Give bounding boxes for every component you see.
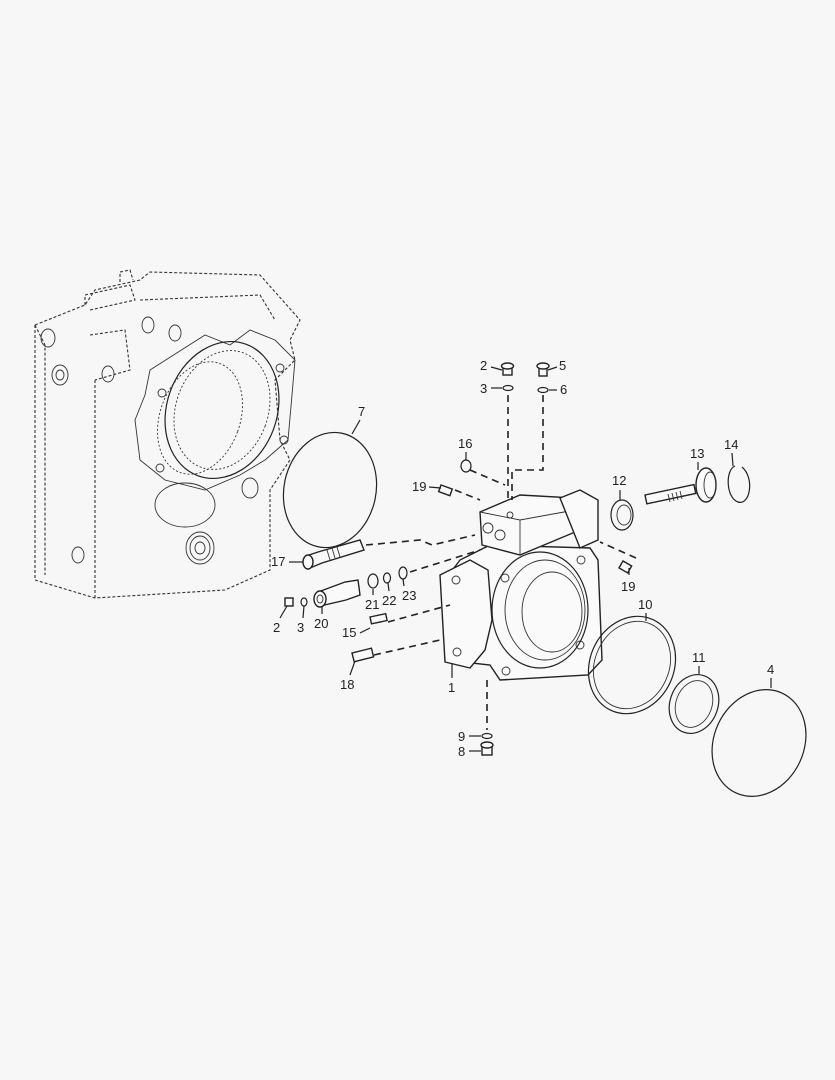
plug-8 — [480, 741, 494, 756]
o-ring-9 — [481, 732, 493, 740]
callout-18: 18 — [340, 677, 354, 692]
o-ring-3-left — [300, 597, 308, 607]
sensor-15 — [369, 612, 388, 625]
callout-2: 2 — [273, 620, 280, 635]
callout-2: 2 — [480, 358, 487, 373]
seal-10 — [587, 615, 677, 715]
fitting-19-left — [437, 484, 454, 497]
callout-22: 22 — [382, 593, 396, 608]
cover-housing-1 — [439, 489, 603, 681]
plug-2-left — [284, 597, 294, 607]
callout-19: 19 — [621, 579, 635, 594]
o-ring-21 — [367, 573, 379, 589]
valve-17 — [302, 539, 365, 570]
snap-ring-14 — [727, 465, 751, 503]
assembly-lines — [365, 395, 637, 730]
plug-2-top — [500, 362, 515, 376]
callout-17: 17 — [271, 554, 285, 569]
callout-3: 3 — [480, 381, 487, 396]
seal-12 — [610, 499, 634, 531]
o-ring-7 — [282, 431, 378, 549]
callout-21: 21 — [365, 597, 379, 612]
callout-5: 5 — [559, 358, 566, 373]
callout-12: 12 — [612, 473, 626, 488]
callout-16: 16 — [458, 436, 472, 451]
transmission-housing — [34, 269, 301, 599]
seal-11 — [668, 674, 720, 734]
callout-13: 13 — [690, 446, 704, 461]
o-ring-3-top — [502, 384, 514, 392]
o-ring-22 — [382, 572, 392, 584]
valve-20 — [313, 579, 361, 608]
callout-1: 1 — [448, 680, 455, 695]
callout-20: 20 — [314, 616, 328, 631]
o-ring-6 — [537, 386, 549, 394]
leader-lines — [279, 366, 772, 752]
o-ring-16 — [460, 459, 472, 473]
callout-labels: 1 2 2 3 3 4 5 6 7 8 9 10 11 12 13 14 15 … — [271, 358, 774, 759]
callout-14: 14 — [724, 437, 738, 452]
sensor-18 — [351, 647, 375, 663]
o-ring-4 — [711, 689, 807, 797]
callout-23: 23 — [402, 588, 416, 603]
fitting-19-right — [618, 560, 633, 574]
callout-9: 9 — [458, 729, 465, 744]
callout-10: 10 — [638, 597, 652, 612]
callout-11: 11 — [692, 650, 706, 665]
plug-5 — [536, 362, 550, 377]
callout-8: 8 — [458, 744, 465, 759]
callout-6: 6 — [560, 382, 567, 397]
callout-3: 3 — [297, 620, 304, 635]
callout-15: 15 — [342, 625, 356, 640]
callout-19: 19 — [412, 479, 426, 494]
piston-13 — [644, 467, 717, 505]
o-ring-23 — [398, 566, 408, 580]
callout-4: 4 — [767, 662, 774, 677]
callout-7: 7 — [358, 404, 365, 419]
